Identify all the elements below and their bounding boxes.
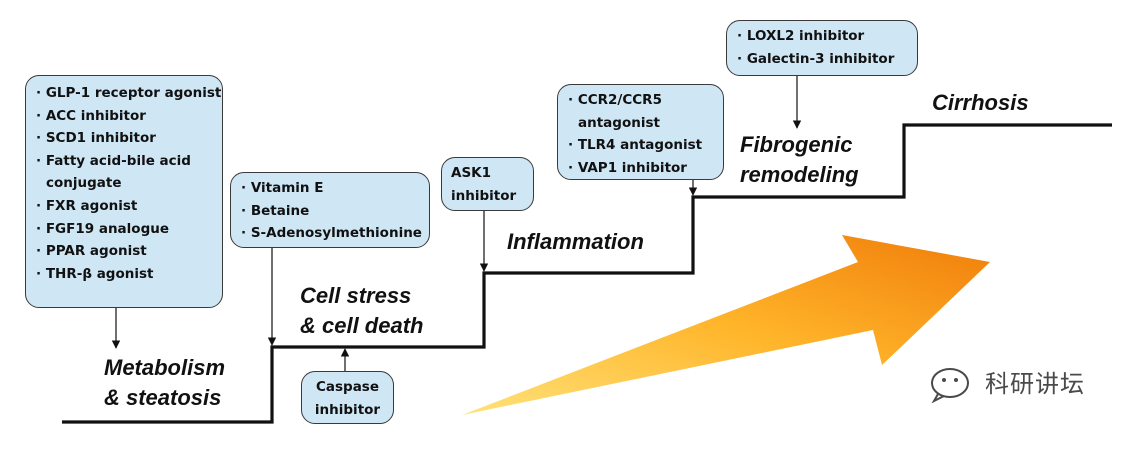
stage-label-cirrhosis: Cirrhosis: [932, 88, 1029, 118]
inflammatory-drugs-box: · CCR2/CCR5 antagonist · TLR4 antagonist…: [557, 84, 724, 180]
caspase-line: inhibitor: [314, 401, 381, 418]
stage-label-fibrogenic: Fibrogenic remodeling: [740, 130, 859, 190]
ask1-inhibitor-box: ASK1 inhibitor: [441, 157, 534, 211]
antifibrotic-drug-item: · LOXL2 inhibitor: [737, 28, 865, 44]
antifibrotic-drug-item: · Galectin-3 inhibitor: [737, 50, 895, 67]
stage-label-line: Inflammation: [507, 229, 644, 254]
inflammatory-drug-item: antagonist: [578, 114, 660, 131]
ask1-line: inhibitor: [451, 187, 517, 204]
metabolic-drug-item: · Fatty acid-bile acid: [36, 152, 191, 169]
antifibrotic-drugs-box: · LOXL2 inhibitor · Galectin-3 inhibitor: [726, 20, 918, 76]
metabolic-drugs-box: · GLP-1 receptor agonist · ACC inhibitor…: [25, 75, 223, 308]
metabolic-drug-item: · ACC inhibitor: [36, 107, 146, 124]
inflammatory-drug-item: · CCR2/CCR5: [568, 92, 662, 108]
metabolic-drug-item: · PPAR agonist: [36, 243, 147, 260]
stage-label-line: & steatosis: [104, 385, 222, 410]
stage-label-line: Metabolism: [104, 355, 226, 380]
inflammatory-drug-item: · VAP1 inhibitor: [568, 159, 687, 176]
stage-label-line: & cell death: [300, 313, 424, 338]
ask1-line: ASK1: [451, 165, 492, 181]
metabolic-drug-item: · THR-β agonist: [36, 265, 154, 282]
metabolic-drug-item: · GLP-1 receptor agonist: [36, 85, 222, 101]
antioxidant-item: · Betaine: [241, 202, 310, 219]
antioxidant-item: · S-Adenosylmethionine: [241, 225, 422, 242]
metabolic-drug-item: conjugate: [46, 175, 122, 192]
stage-label-line: Cell stress: [300, 283, 412, 308]
progression-arrow: [462, 235, 990, 415]
stage-label-line: remodeling: [740, 162, 859, 187]
stage-label-line: Fibrogenic: [740, 132, 853, 157]
staircase-line: [62, 123, 1112, 424]
stage-label-line: Cirrhosis: [932, 90, 1029, 115]
metabolic-drug-item: · SCD1 inhibitor: [36, 130, 156, 147]
stage-label-inflammation: Inflammation: [507, 227, 644, 257]
caspase-line: Caspase: [315, 379, 380, 395]
metabolic-drug-item: · FGF19 analogue: [36, 220, 170, 237]
stage-label-metabolism: Metabolism & steatosis: [104, 353, 225, 413]
antioxidants-box: · Vitamin E · Betaine · S-Adenosylmethio…: [230, 172, 430, 248]
caspase-inhibitor-box: Caspase inhibitor: [301, 371, 394, 424]
inflammatory-drug-item: · TLR4 antagonist: [568, 137, 703, 154]
watermark-text: 科研讲坛: [985, 370, 1085, 398]
antioxidant-item: · Vitamin E: [241, 180, 324, 196]
wechat-icon: [931, 368, 969, 404]
metabolic-drug-item: · FXR agonist: [36, 197, 138, 214]
stage-label-cell-stress: Cell stress & cell death: [300, 281, 423, 341]
